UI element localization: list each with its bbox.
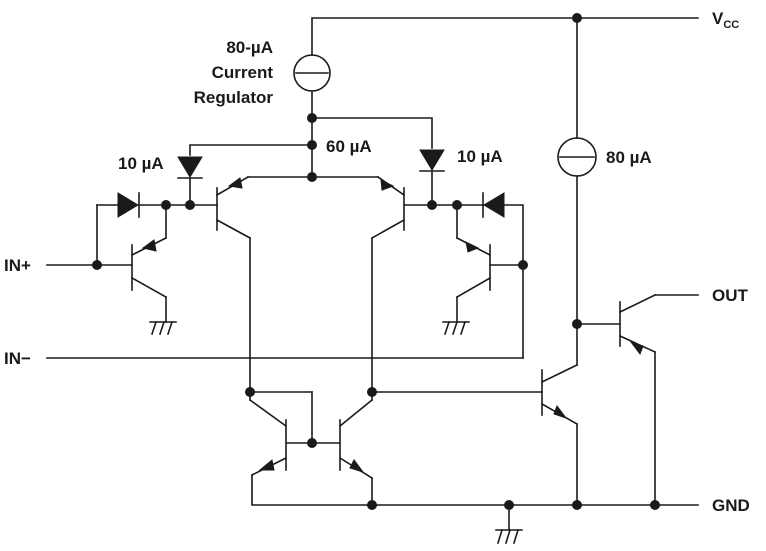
left-diode-current-label: 10 µA [118,154,164,173]
in-plus-label: IN+ [4,256,31,275]
vcc-rail [311,17,699,56]
junction-dot-icon [161,200,171,210]
left-10ua-diode-icon [177,156,203,206]
pnp-input-right-transistor-icon [370,175,433,393]
right-diode-current-label: 10 µA [457,147,503,166]
out-label: OUT [712,286,749,305]
right-input-pnp-transistor-icon [455,204,524,323]
junction-dot-icon [427,200,437,210]
regulator-current-label: 80-µA [226,38,273,57]
driver-npn-transistor-icon [371,363,579,506]
junction-dot-icon [307,113,317,123]
regulator-to-left-diode-wire [189,144,313,156]
regulator-to-right-diode-wire [311,117,433,149]
junction-dot-icon [504,500,514,510]
left-ground-icon [149,320,177,336]
junction-dot-icon [572,500,582,510]
junction-dots [92,13,660,510]
junction-dot-icon [307,438,317,448]
vcc-subscript: CC [723,19,739,31]
main-ground-icon [495,504,523,544]
junction-dot-icon [245,387,255,397]
junction-dot-icon [650,500,660,510]
junction-dot-icon [572,319,582,329]
junction-dot-icon [307,172,317,182]
right-10ua-diode-icon [419,149,445,206]
junction-dot-icon [452,200,462,210]
output-pnp-transistor-icon [576,293,699,506]
regulator-line2-label: Current [212,63,274,82]
current-source-80ua-icon [557,17,597,366]
current-mirror-npn-icon [248,391,374,506]
junction-dot-icon [518,260,528,270]
left-clamp-diode-icon [96,192,191,266]
bias-current-label: 60 µA [326,137,372,156]
output-source-current-label: 80 µA [606,148,652,167]
current-regulator-80ua-icon [293,54,331,178]
junction-dot-icon [185,200,195,210]
pnp-input-left-transistor-icon [189,175,379,393]
junction-dot-icon [367,500,377,510]
gnd-label: GND [712,496,750,515]
junction-dot-icon [572,13,582,23]
vcc-label: VCC [712,9,739,31]
junction-dot-icon [92,260,102,270]
right-ground-icon [442,320,470,336]
regulator-line3-label: Regulator [194,88,274,107]
in-minus-label: IN− [4,349,31,368]
left-input-pnp-transistor-icon [46,204,168,323]
junction-dot-icon [307,140,317,150]
junction-dot-icon [367,387,377,397]
